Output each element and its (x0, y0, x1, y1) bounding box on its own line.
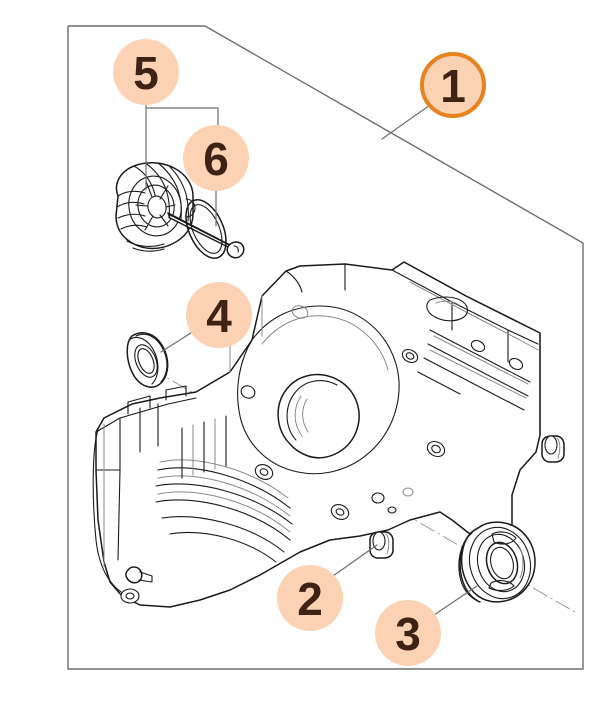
crankcase-housing (92, 261, 541, 608)
callout-5-6-bracket (145, 107, 219, 129)
callout-6[interactable]: 6 (183, 125, 249, 191)
callout-5[interactable]: 5 (113, 39, 179, 105)
callout-5-bubble[interactable] (113, 39, 179, 105)
callout-2[interactable]: 2 (277, 565, 343, 631)
callout-3[interactable]: 3 (375, 600, 441, 666)
leader-line-3 (433, 585, 478, 616)
leader-line-1 (381, 99, 438, 140)
callout-1[interactable]: 1 (420, 52, 486, 118)
callout-4[interactable]: 4 (186, 282, 252, 348)
assembly-boundary (67, 25, 584, 670)
dowel-pin-secondary (541, 435, 565, 463)
grooved-ball-bearing (458, 521, 536, 603)
callout-1-label: 1 (440, 60, 466, 112)
callout-6-label: 6 (203, 133, 229, 185)
callout-5-label: 5 (133, 47, 159, 99)
callout-2-label: 2 (297, 573, 323, 625)
callout-1-bubble[interactable] (420, 52, 486, 118)
callout-6-bubble[interactable] (183, 125, 249, 191)
oil-pump-worm-assembly (115, 162, 245, 259)
callout-3-bubble[interactable] (375, 600, 441, 666)
o-ring-seal (185, 199, 227, 259)
callout-4-bubble[interactable] (186, 282, 252, 348)
crankshaft-oil-seal (126, 332, 169, 388)
callout-3-label: 3 (395, 608, 421, 660)
leader-line-2 (332, 544, 378, 577)
leader-line-4 (160, 330, 195, 353)
callout-2-bubble[interactable] (277, 565, 343, 631)
pump-drive-shaft (167, 212, 245, 259)
callout-4-label: 4 (206, 290, 232, 342)
